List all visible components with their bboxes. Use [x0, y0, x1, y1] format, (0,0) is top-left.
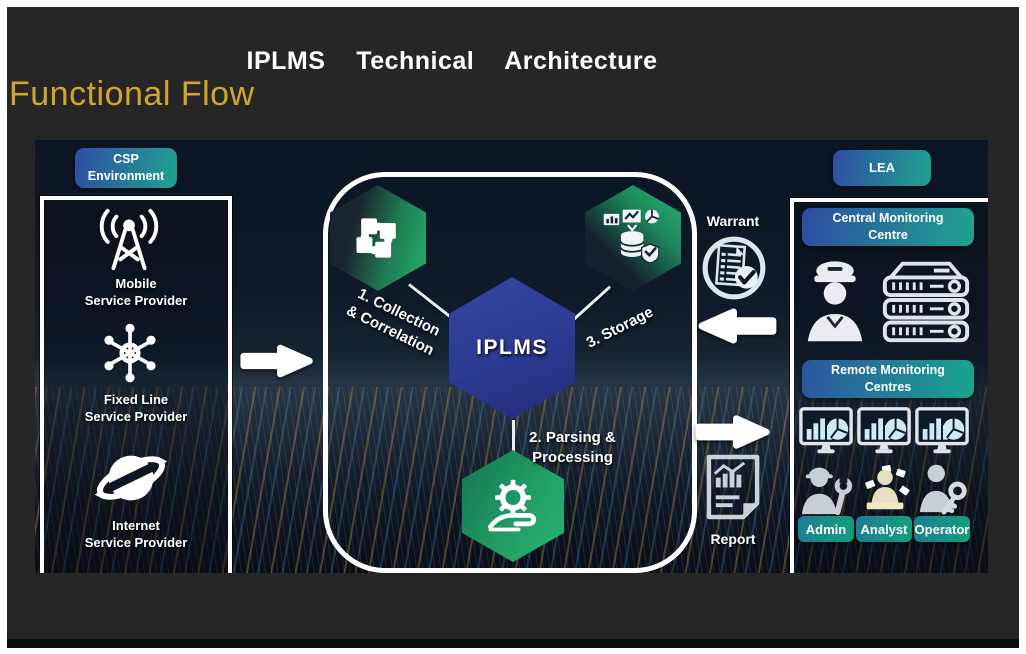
gear-hand-icon	[482, 473, 544, 539]
admin-role-badge: Admin	[798, 516, 854, 542]
slide-background: IPLMS Technical Architecture Functional …	[7, 7, 1019, 648]
server-rack-icon	[876, 250, 976, 348]
analyst-desk-icon	[856, 458, 914, 516]
admin-wrench-icon	[798, 458, 856, 516]
report-label: Report	[710, 531, 756, 547]
internet-provider-label: Internet Service Provider	[84, 518, 188, 550]
csp-to-core-arrow-icon	[238, 338, 316, 384]
connector-parsing	[512, 420, 515, 452]
slide-bottom-strip	[7, 639, 1019, 648]
iplms-label: IPLMS	[476, 336, 548, 360]
report-document-icon	[703, 451, 763, 521]
core-processing-frame	[323, 172, 697, 573]
csp-environment-badge: CSP Environment	[75, 148, 177, 188]
dashboard-monitor-icon	[798, 405, 854, 457]
warrant-label: Warrant	[706, 213, 760, 229]
central-monitoring-centre-badge: Central Monitoring Centre	[802, 208, 974, 246]
puzzle-icon	[349, 209, 407, 267]
network-hub-icon	[98, 320, 162, 386]
dashboard-monitor-icon	[914, 405, 970, 457]
warrant-document-icon	[700, 234, 768, 302]
dashboard-monitor-icon	[856, 405, 912, 457]
lea-badge: LEA	[833, 150, 931, 186]
cell-tower-icon	[94, 204, 164, 272]
csp-badge-line1: CSP	[113, 152, 139, 167]
operator-role-badge: Operator	[914, 516, 970, 542]
police-officer-icon	[804, 252, 866, 346]
warrant-to-core-arrow-icon	[695, 303, 779, 349]
fixed-line-provider-label: Fixed Line Service Provider	[84, 392, 188, 424]
mobile-provider-label: Mobile Service Provider	[84, 276, 188, 308]
step-parsing-label: 2. Parsing & Processing	[529, 429, 616, 466]
analyst-role-badge: Analyst	[856, 516, 912, 542]
slide-title: IPLMS Technical Architecture	[246, 47, 658, 75]
lea-box: Central Monitoring Centre	[790, 198, 988, 573]
slide-subtitle: Functional Flow	[9, 75, 255, 113]
core-to-lea-arrow-icon	[693, 410, 773, 454]
database-charts-icon	[602, 207, 664, 269]
csp-badge-line2: Environment	[87, 169, 165, 183]
operator-key-icon	[914, 458, 972, 516]
architecture-diagram: CSP Environment Mobile	[35, 140, 988, 573]
remote-monitoring-centres-badge: Remote Monitoring Centres	[802, 360, 974, 398]
globe-icon	[94, 442, 168, 514]
csp-box: Mobile Service Provider	[40, 196, 232, 573]
